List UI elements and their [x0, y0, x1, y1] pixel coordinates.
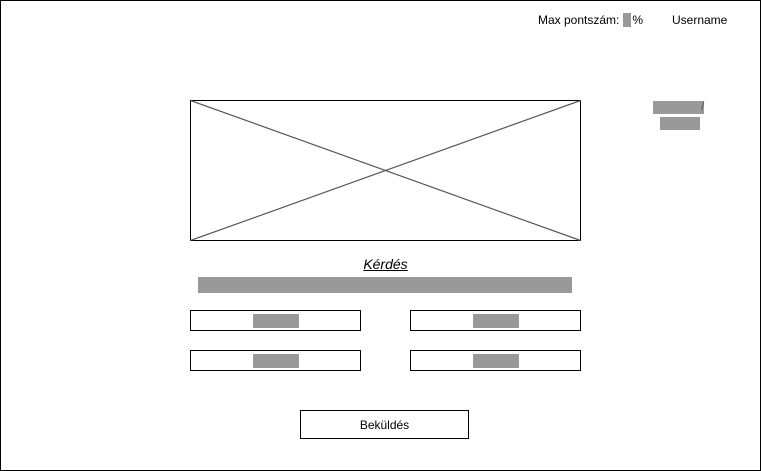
question-text-placeholder	[198, 277, 572, 293]
answer-option-2[interactable]	[410, 310, 581, 331]
answer-text-placeholder	[472, 353, 519, 368]
max-score-label: Max pontszám:	[538, 13, 620, 27]
answer-text-placeholder	[252, 353, 299, 368]
timer-total-placeholder	[660, 117, 700, 130]
question-label: Kérdés	[363, 256, 408, 272]
answer-option-3[interactable]	[190, 350, 361, 371]
max-score: Max pontszám: %	[538, 12, 643, 28]
timer-elapsed-placeholder	[653, 101, 704, 114]
username[interactable]: Username	[672, 13, 728, 27]
answer-text-placeholder	[472, 313, 519, 328]
submit-button[interactable]: Beküldés	[300, 410, 469, 439]
max-score-value-placeholder	[623, 13, 632, 27]
answer-option-1[interactable]	[190, 310, 361, 331]
question-image-placeholder	[190, 100, 581, 241]
percent-sign: %	[632, 13, 644, 27]
answer-option-4[interactable]	[410, 350, 581, 371]
timer-separator: /	[701, 99, 705, 113]
answer-text-placeholder	[252, 313, 299, 328]
